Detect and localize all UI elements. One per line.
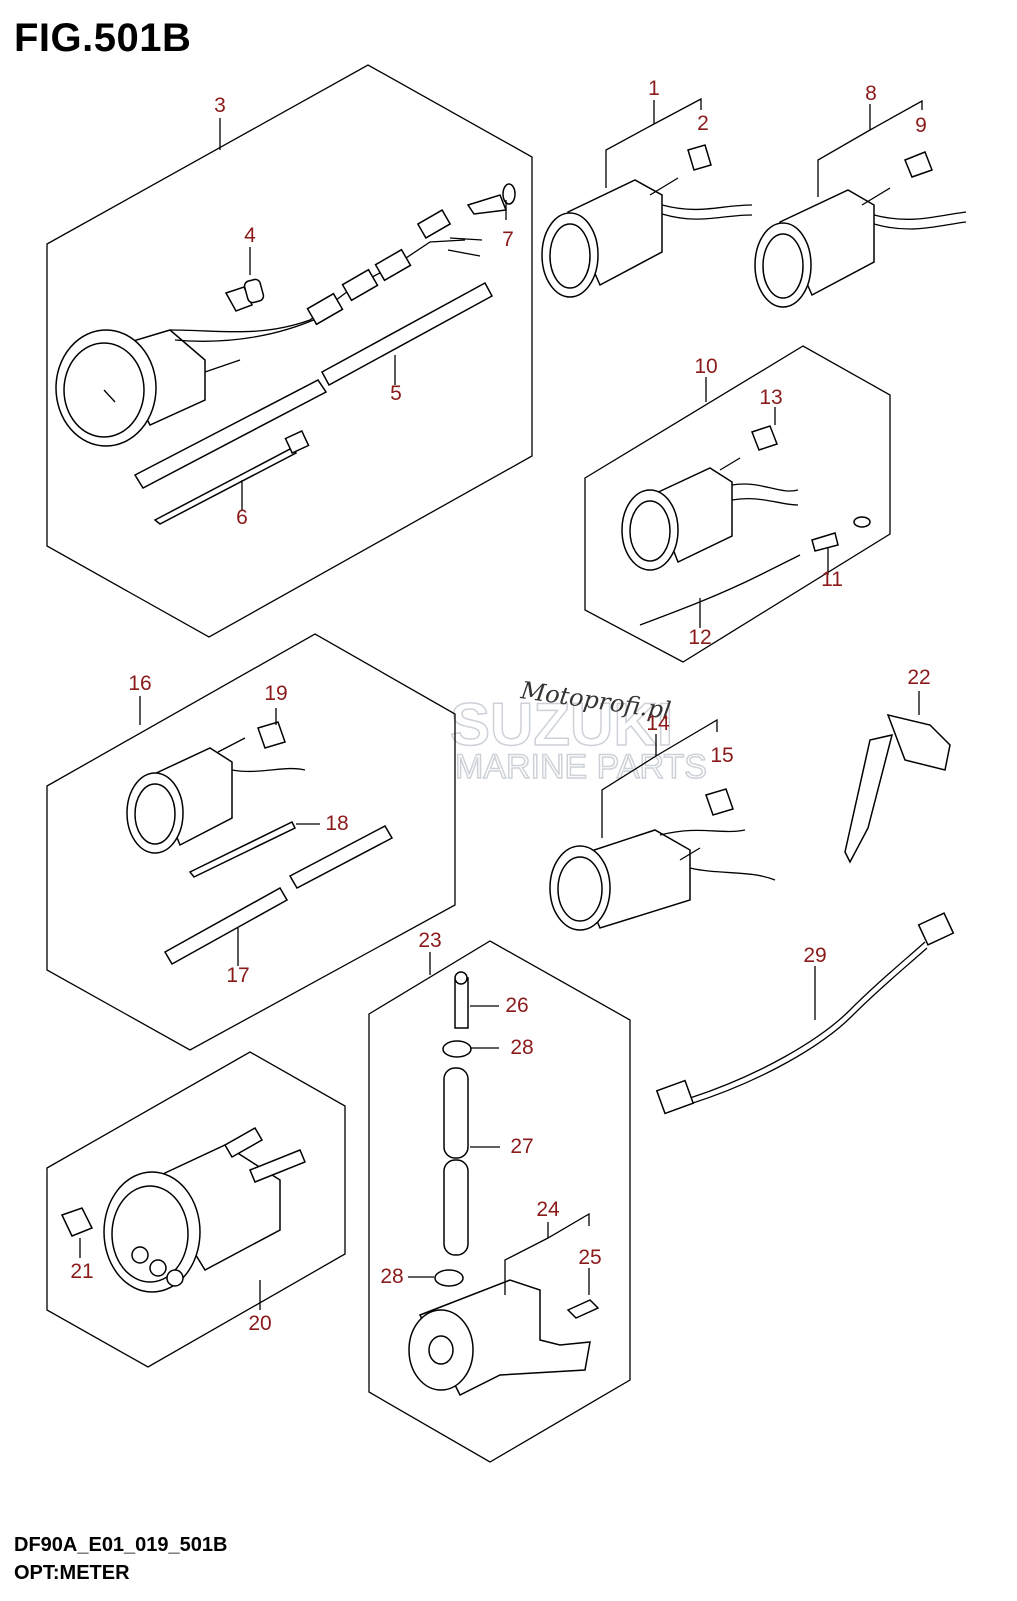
figure-title: FIG.501B	[14, 16, 192, 60]
callout-26: 26	[505, 994, 528, 1017]
group-3-boundary	[46, 64, 533, 638]
group-23-boundary	[368, 940, 631, 1463]
callout-22: 22	[907, 666, 930, 689]
callout-29: 29	[803, 944, 826, 967]
watermark-line2: MARINE PARTS	[455, 748, 707, 786]
harness-29-connector-a	[655, 1079, 695, 1115]
callout-9: 9	[915, 114, 927, 137]
group-10-boundary	[584, 345, 891, 663]
group-14-gauge	[549, 718, 776, 931]
harness-29-connector-b	[917, 912, 955, 946]
bulb-13-icon	[751, 425, 778, 451]
trim-sender-22	[844, 691, 951, 864]
callout-2: 2	[697, 112, 709, 135]
callout-19: 19	[264, 682, 287, 705]
group-16-gauge-kit	[46, 633, 456, 1051]
nozzle-26	[454, 977, 469, 1029]
lead-wire-11	[811, 532, 839, 552]
group-23-pickup-kit	[368, 940, 631, 1463]
group-8-gauge	[754, 99, 967, 308]
group-3-tachometer-kit	[46, 64, 533, 638]
tube-5-upper	[320, 281, 494, 387]
tachometer-gauge	[55, 209, 483, 447]
callout-10: 10	[694, 355, 717, 378]
group-16-boundary	[46, 633, 456, 1051]
callout-3: 3	[214, 94, 226, 117]
callout-17: 17	[226, 964, 249, 987]
watermark-brand: SUZUKI	[450, 691, 673, 758]
bulb-9-icon	[904, 151, 933, 178]
callout-numbers: 1234567891011121314151617181920212223242…	[70, 77, 930, 1335]
bulb-15-icon	[705, 788, 734, 816]
callout-8: 8	[865, 82, 877, 105]
callout-5: 5	[390, 382, 402, 405]
terminal-7-icon	[466, 194, 508, 215]
callout-14: 14	[646, 712, 670, 735]
callout-25: 25	[578, 1246, 601, 1269]
tube-17-lower	[163, 886, 289, 966]
callout-21: 21	[70, 1260, 93, 1283]
callout-24: 24	[536, 1198, 560, 1221]
bulb-21-icon	[60, 1207, 94, 1237]
bulb-2-icon	[687, 144, 712, 171]
callout-1: 1	[648, 77, 660, 100]
callout-20: 20	[248, 1312, 271, 1335]
hose-27-upper	[443, 1067, 469, 1159]
callout-15: 15	[710, 744, 733, 767]
callout-13: 13	[759, 386, 782, 409]
tube-17-upper	[288, 825, 394, 889]
harness-29	[655, 912, 955, 1115]
cable-tie-6	[153, 447, 298, 525]
callout-16: 16	[128, 672, 151, 695]
group-20-gauge-kit	[46, 1051, 346, 1368]
callout-27: 27	[510, 1135, 533, 1158]
clamp-28-lower	[434, 1269, 464, 1287]
callout-23: 23	[418, 929, 441, 952]
hose-27-lower	[443, 1159, 469, 1256]
group-10-gauge-kit	[584, 345, 891, 663]
cable-tie-18	[188, 820, 297, 878]
group-1-gauge	[541, 97, 753, 298]
diagram-subtitle: OPT:METER	[14, 1562, 130, 1584]
callout-12: 12	[688, 626, 711, 649]
callout-11: 11	[821, 568, 843, 591]
group-20-boundary	[46, 1051, 346, 1368]
diagram-code: DF90A_E01_019_501B	[14, 1534, 228, 1556]
callout-28: 28	[380, 1265, 403, 1288]
bulb-19-icon	[257, 721, 286, 749]
screw-25	[566, 1299, 600, 1319]
tube-5-lower	[133, 379, 328, 489]
callout-4: 4	[244, 224, 256, 247]
clamp-28-upper	[442, 1040, 472, 1058]
callout-28: 28	[510, 1036, 533, 1059]
callout-7: 7	[502, 228, 514, 251]
callout-18: 18	[325, 812, 348, 835]
callout-6: 6	[236, 506, 248, 529]
